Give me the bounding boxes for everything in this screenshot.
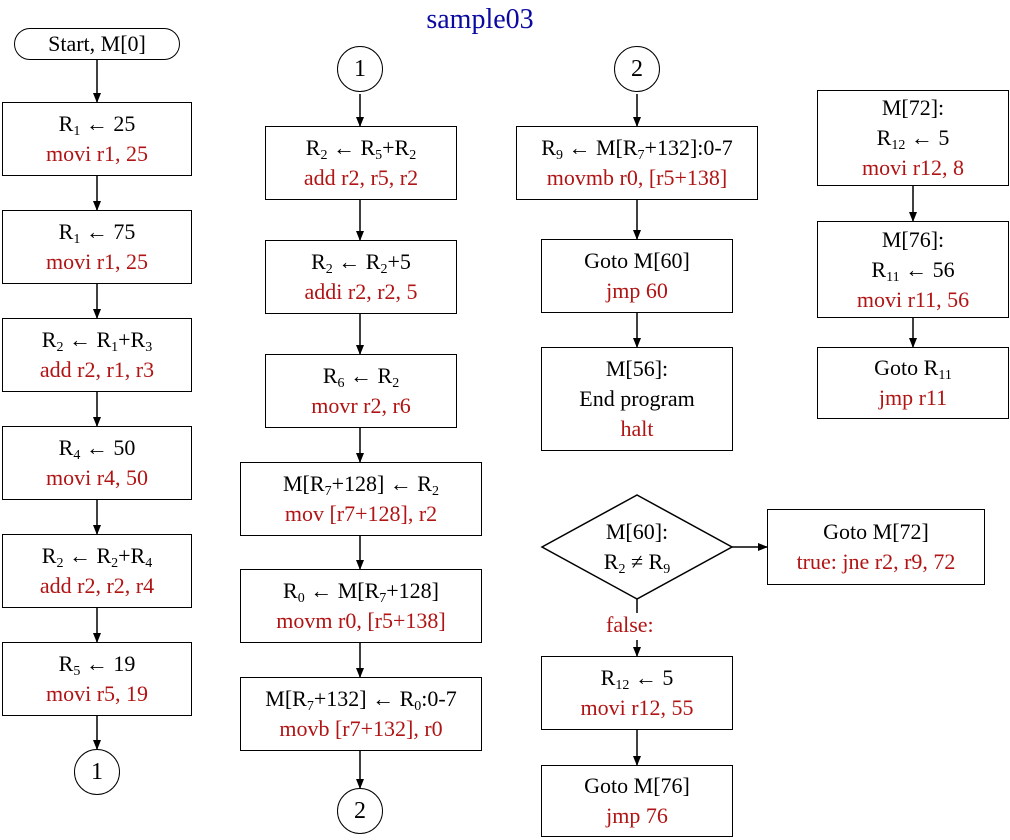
step-code: mov [r7+128], r2 [284, 501, 438, 526]
col3-step-3: M[56]: End program halt [541, 347, 733, 451]
connector-2-top: 2 [614, 46, 660, 92]
diagram-title: sample03 [426, 4, 534, 35]
step-code: halt [620, 416, 654, 441]
step-operation: Goto M[72] [823, 519, 929, 544]
step-operation: End program [579, 386, 695, 411]
decision-condition: R2 ≠ R9 [603, 549, 671, 577]
step-code: movr r2, r6 [311, 393, 411, 418]
connector-1-label: 1 [91, 758, 103, 785]
step-operation: R2 ← R2+R4 [41, 543, 153, 571]
step-operation: R4 ← 50 [58, 435, 136, 463]
col1-step-6: R5 ← 19 movi r5, 19 [2, 642, 192, 716]
step-operation: R0 ← M[R7+128] [283, 578, 439, 606]
start-terminal: Start, M[0] [14, 28, 180, 60]
step-code: movmb r0, [r5+138] [546, 165, 728, 190]
decision-address: M[60]: [605, 519, 669, 544]
step-code: add r2, r1, r3 [39, 357, 155, 382]
step-code: add r2, r2, r4 [39, 573, 155, 598]
false-branch-label: false: [606, 612, 654, 637]
col2-step-3: R6 ← R2 movr r2, r6 [265, 354, 457, 428]
step-operation: R5 ← 19 [58, 651, 136, 679]
col2-step-2: R2 ← R2+5 addi r2, r2, 5 [265, 240, 457, 314]
step-operation: R12 ← 5 [600, 665, 674, 693]
col4-step-1: M[72]: R12 ← 5 movi r12, 8 [817, 90, 1009, 186]
step-code: jmp 76 [606, 803, 668, 828]
col2-step-6: M[R7+132] ← R0:0-7 movb [r7+132], r0 [240, 677, 482, 751]
decision-text: M[60]: R2 ≠ R9 [542, 495, 732, 599]
step-code: movi r12, 55 [580, 695, 694, 720]
step-code: add r2, r5, r2 [303, 165, 419, 190]
step-code: true: jne r2, r9, 72 [796, 549, 956, 574]
step-operation: R11 ← 56 [871, 256, 955, 285]
col3-step-1: R9 ← M[R7+132]:0-7 movmb r0, [r5+138] [516, 126, 758, 200]
connector-1-top: 1 [337, 46, 383, 92]
step-operation: R12 ← 5 [876, 125, 950, 153]
step-operation: M[R7+128] ← R2 [283, 471, 439, 499]
step-code: jmp r11 [878, 385, 948, 410]
false-step-2: Goto M[76] jmp 76 [541, 765, 733, 837]
col4-step-2: M[76]: R11 ← 56 movi r11, 56 [817, 221, 1009, 318]
col1-step-2: R1 ← 75 movi r1, 25 [2, 210, 192, 284]
col4-step-3: Goto R11 jmp r11 [817, 347, 1009, 419]
step-address: M[56]: [605, 356, 669, 381]
step-address: M[76]: [881, 226, 945, 252]
step-operation: M[R7+132] ← R0:0-7 [265, 686, 457, 714]
col3-step-2: Goto M[60] jmp 60 [541, 239, 733, 313]
connector-2-label: 2 [631, 55, 643, 82]
step-operation: Goto M[60] [584, 248, 690, 273]
step-operation: Goto R11 [874, 355, 952, 383]
col2-step-1: R2 ← R5+R2 add r2, r5, r2 [265, 126, 457, 200]
step-code: movi r4, 50 [45, 465, 149, 490]
step-code: movi r12, 8 [861, 155, 965, 180]
step-code: movi r1, 25 [45, 249, 149, 274]
false-step-1: R12 ← 5 movi r12, 55 [541, 656, 733, 730]
connector-1-bottom: 1 [74, 749, 120, 795]
col1-step-1: R1 ← 25 movi r1, 25 [2, 102, 192, 176]
step-operation: R1 ← 75 [58, 219, 136, 247]
step-operation: R2 ← R1+R3 [41, 327, 153, 355]
col1-step-3: R2 ← R1+R3 add r2, r1, r3 [2, 318, 192, 392]
true-branch-box: Goto M[72] true: jne r2, r9, 72 [767, 509, 985, 585]
step-operation: R2 ← R2+5 [311, 249, 411, 277]
col2-step-5: R0 ← M[R7+128] movm r0, [r5+138] [240, 569, 482, 643]
step-code: movi r5, 19 [45, 681, 149, 706]
step-operation: R6 ← R2 [322, 363, 400, 391]
connector-1-label: 1 [354, 55, 366, 82]
step-operation: R9 ← M[R7+132]:0-7 [541, 135, 733, 163]
step-operation: R1 ← 25 [58, 111, 136, 139]
step-address: M[72]: [881, 95, 945, 120]
connector-2-label: 2 [354, 797, 366, 824]
col1-step-5: R2 ← R2+R4 add r2, r2, r4 [2, 534, 192, 608]
step-operation: R2 ← R5+R2 [305, 135, 417, 163]
step-code: movi r1, 25 [45, 141, 149, 166]
step-code: movm r0, [r5+138] [276, 608, 446, 633]
step-code: movi r11, 56 [856, 286, 970, 312]
step-code: movb [r7+132], r0 [279, 716, 443, 741]
decision-diamond [540, 494, 734, 600]
col2-step-4: M[R7+128] ← R2 mov [r7+128], r2 [240, 462, 482, 536]
start-label: Start, M[0] [48, 31, 146, 56]
step-operation: Goto M[76] [584, 773, 690, 798]
step-code: jmp 60 [606, 278, 668, 303]
connector-2-bottom: 2 [337, 788, 383, 834]
col1-step-4: R4 ← 50 movi r4, 50 [2, 426, 192, 500]
step-code: addi r2, r2, 5 [304, 279, 418, 304]
